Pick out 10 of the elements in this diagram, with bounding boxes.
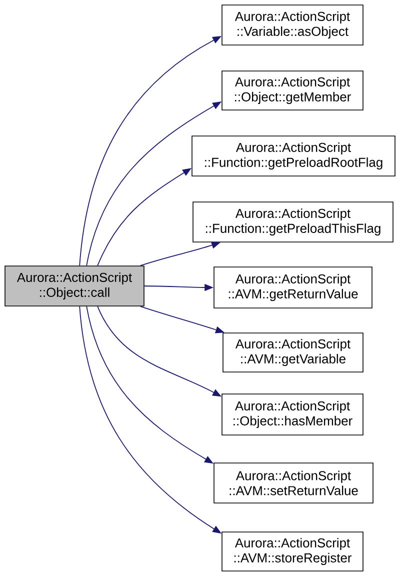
function-box: Aurora::ActionScript ::AVM::getVariable (222, 332, 364, 372)
function-box: Aurora::ActionScript ::Variable::asObject (222, 4, 364, 46)
function-box: Aurora::ActionScript ::AVM::storeRegister (222, 532, 364, 572)
function-box: Aurora::ActionScript ::Object::call (4, 266, 144, 306)
function-box: Aurora::ActionScript ::Object::hasMember (222, 394, 364, 436)
function-box: Aurora::ActionScript ::Function::getPreloadRootFlag (192, 136, 396, 176)
function-box: Aurora::ActionScript ::Object::getMember (222, 70, 364, 110)
function-box: Aurora::ActionScript ::AVM::setReturnValue (214, 462, 374, 504)
function-box: Aurora::ActionScript ::Function::getPreloadThisFlag (192, 202, 394, 242)
function-box: Aurora::ActionScript ::AVM::getReturnValue (214, 266, 372, 308)
